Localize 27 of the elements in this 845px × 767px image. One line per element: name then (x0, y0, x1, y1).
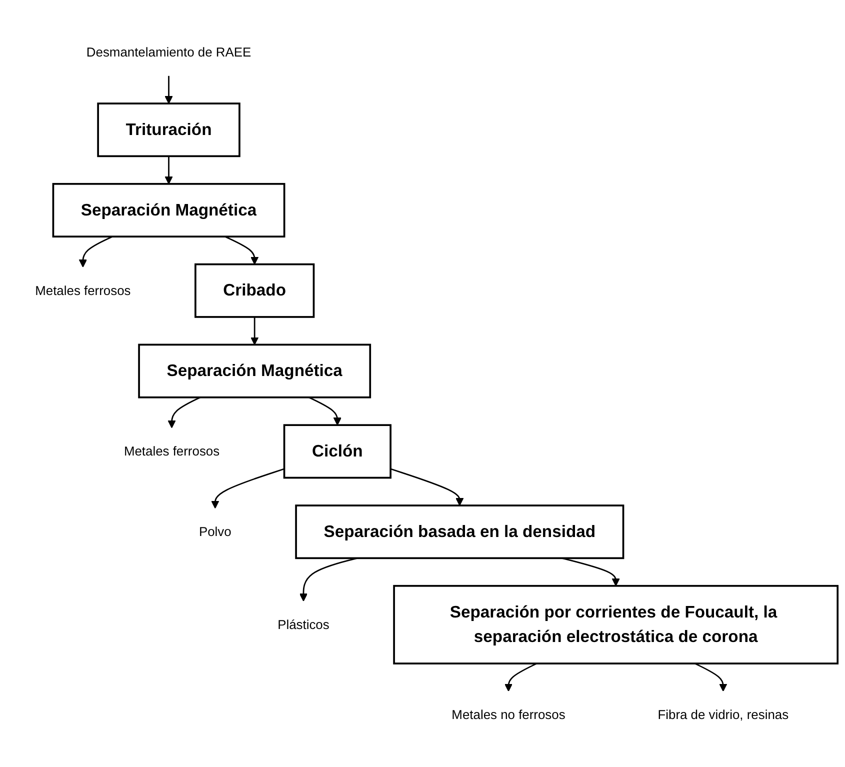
arrow (299, 557, 358, 602)
node-box: Separación por corrientes de Foucault, la separación electrostática de corona (393, 584, 839, 664)
arrow (164, 76, 173, 104)
node-text: Fibra de vidrio, resinas (658, 706, 789, 722)
node-text: Metales no ferrosos (452, 706, 566, 722)
arrow (694, 662, 728, 692)
node-box: Ciclón (283, 424, 392, 479)
node-box: Separación Magnética (52, 182, 286, 238)
node-box: Separación Magnética (138, 344, 372, 398)
node-text: Desmantelamiento de RAEE (86, 44, 252, 60)
arrow (250, 316, 259, 346)
node-box: Cribado (194, 263, 315, 318)
node-box: Trituración (97, 102, 240, 158)
arrow (224, 236, 259, 265)
node-text: Metales ferrosos (124, 444, 220, 458)
arrow (504, 662, 538, 692)
arrow (308, 396, 342, 426)
node-text: Polvo (198, 524, 232, 539)
arrow (164, 156, 173, 184)
node-box: Separación basada en la densidad (295, 504, 624, 560)
arrow (211, 468, 284, 509)
node-text: Plásticos (278, 616, 330, 632)
arrow (562, 557, 620, 586)
node-text: Metales ferrosos (35, 282, 131, 298)
arrow (390, 468, 464, 506)
arrow (78, 236, 113, 268)
arrow (168, 396, 201, 428)
